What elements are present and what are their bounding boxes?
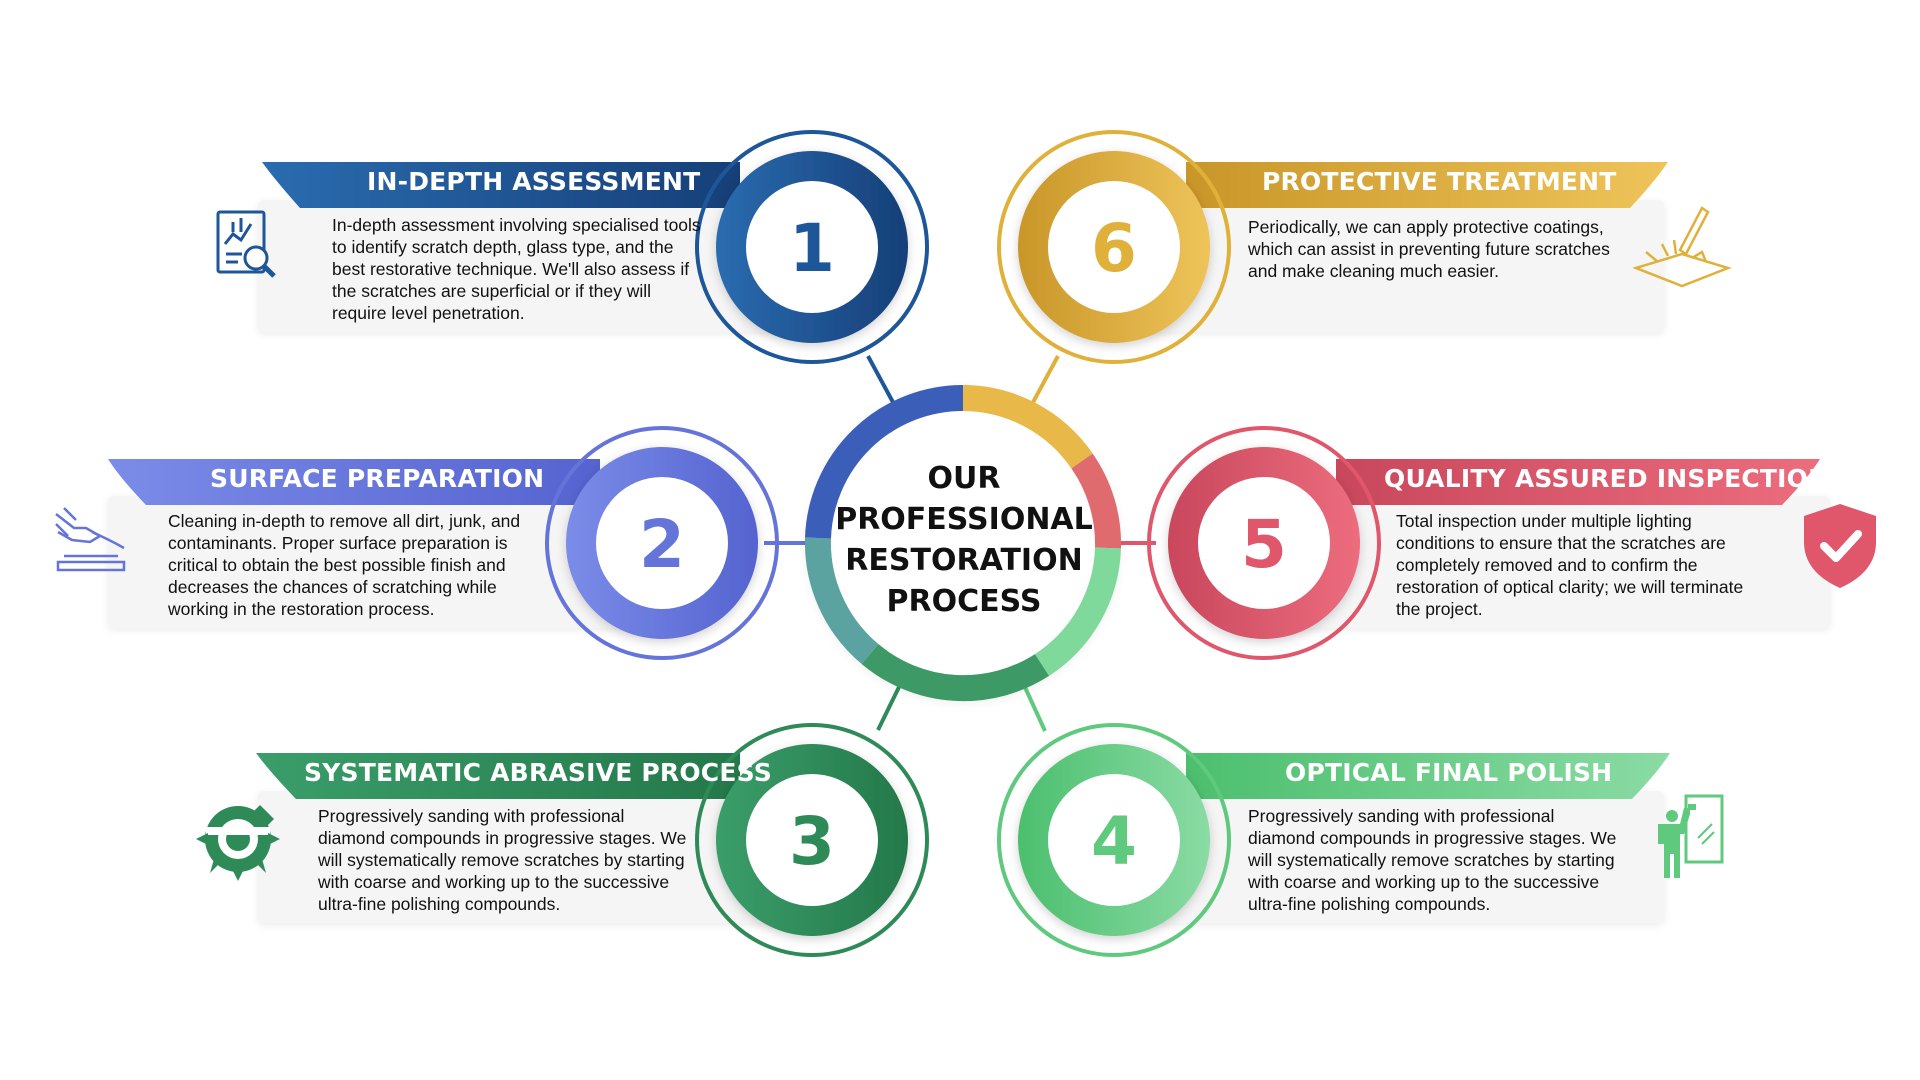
step-5-title: QUALITY ASSURED INSPECTION — [1384, 464, 1830, 493]
step-2-title: SURFACE PREPARATION — [210, 464, 545, 493]
step-4-description: Progressively sanding with professional … — [1248, 806, 1617, 914]
step-5: 5 — [1147, 426, 1876, 660]
step-5-outer-ring — [1147, 426, 1381, 660]
step-1-outer-ring — [695, 130, 929, 364]
step-5-inner-disc — [1198, 477, 1330, 609]
step-6-number: 6 — [1091, 210, 1137, 287]
step-1-number: 1 — [789, 210, 835, 287]
hub-arc-red — [1071, 453, 1122, 549]
step-4-title: OPTICAL FINAL POLISH — [1285, 758, 1613, 787]
step-1: 1 — [216, 130, 929, 364]
step-4-card — [1138, 791, 1664, 923]
hub-arc-blue — [805, 385, 964, 539]
window-cleaner-icon — [1658, 794, 1724, 878]
step-4-title-banner — [1186, 753, 1670, 799]
step-1-title-banner — [262, 162, 740, 208]
step-3-number: 3 — [789, 803, 835, 880]
connector-1 — [866, 355, 897, 407]
step-2-description: Cleaning in-depth to remove all dirt, ju… — [168, 511, 521, 619]
center-hub — [804, 385, 1122, 702]
step-2-outer-ring — [545, 426, 779, 660]
step-2-card — [108, 496, 642, 628]
assessment-report-icon — [216, 210, 276, 278]
center-title-line-3: RESTORATION — [845, 543, 1083, 578]
step-5-number: 5 — [1241, 506, 1287, 583]
step-3: 3 — [196, 723, 929, 957]
step-6-description: Periodically, we can apply protective co… — [1248, 217, 1610, 281]
step-6-inner-disc — [1048, 181, 1180, 313]
step-5-title-banner — [1336, 459, 1820, 505]
hub-arc-yellow — [962, 385, 1093, 469]
circular-saw-icon — [196, 805, 280, 881]
hub-arc-green — [861, 643, 1050, 702]
hub-arc-teal — [804, 537, 879, 664]
center-title: OUR PROFESSIONAL RESTORATION PROCESS — [812, 458, 1116, 622]
step-2-number: 2 — [639, 506, 685, 583]
step-1-inner-disc — [746, 181, 878, 313]
step-3-outer-ring — [695, 723, 929, 957]
step-3-title: SYSTEMATIC ABRASIVE PROCESS — [304, 758, 772, 787]
step-5-card — [1290, 496, 1830, 628]
shield-check-icon — [1804, 504, 1876, 588]
center-title-line-4: PROCESS — [886, 584, 1042, 619]
hub-inner-disc — [835, 415, 1091, 671]
connector-6 — [1029, 355, 1060, 407]
connector-3 — [876, 684, 902, 731]
step-6: 6 — [997, 130, 1732, 364]
step-4: 4 — [997, 723, 1724, 957]
step-1-card — [258, 200, 788, 332]
step-2-inner-disc — [596, 477, 728, 609]
step-2: 2 — [55, 426, 779, 660]
hub-arc-lightgreen — [1034, 547, 1121, 676]
step-6-title: PROTECTIVE TREATMENT — [1262, 167, 1617, 196]
step-6-title-banner — [1186, 162, 1668, 208]
step-2-title-banner — [108, 459, 600, 505]
step-4-outer-ring — [997, 723, 1231, 957]
step-4-number: 4 — [1091, 803, 1137, 880]
step-1-title: IN-DEPTH ASSESSMENT — [367, 167, 701, 196]
step-1-description: In-depth assessment involving specialise… — [332, 215, 701, 323]
step-3-description: Progressively sanding with professional … — [318, 806, 687, 914]
step-3-card — [258, 791, 788, 923]
step-6-outer-ring — [997, 130, 1231, 364]
step-6-card — [1138, 200, 1664, 332]
center-title-line-1: OUR — [927, 461, 1001, 496]
hand-cleaning-icon — [55, 507, 126, 572]
connector-4 — [1022, 684, 1047, 732]
step-4-inner-disc — [1048, 774, 1180, 906]
step-3-title-banner — [256, 753, 740, 799]
step-5-description: Total inspection under multiple lighting… — [1396, 511, 1744, 619]
center-title-line-2: PROFESSIONAL — [835, 502, 1093, 537]
coating-application-icon — [1632, 206, 1732, 288]
step-3-inner-disc — [746, 774, 878, 906]
